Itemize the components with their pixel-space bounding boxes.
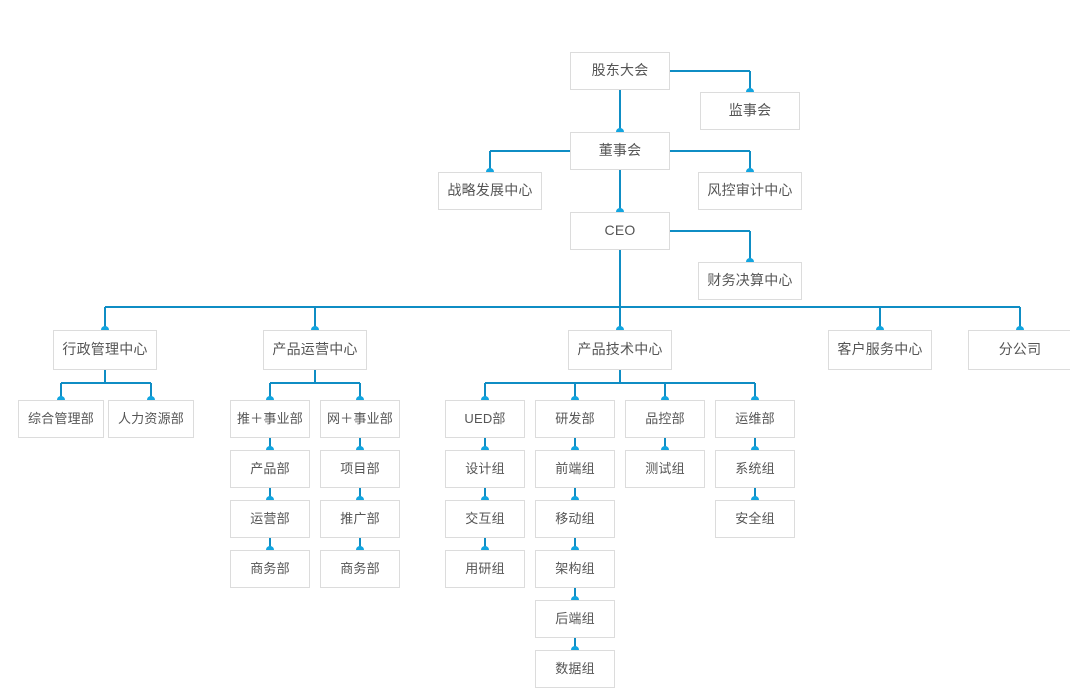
org-node-label: 行政管理中心 — [62, 341, 148, 358]
org-node-supervisors[interactable]: 监事会 — [700, 92, 800, 130]
org-node-admin-center[interactable]: 行政管理中心 — [53, 330, 157, 370]
org-node-label: 推广部 — [340, 510, 380, 526]
org-node-label: 项目部 — [340, 460, 380, 476]
org-node-general-mgmt[interactable]: 综合管理部 — [18, 400, 104, 438]
org-node-label: 监事会 — [728, 102, 772, 119]
org-node-label: 交互组 — [465, 510, 505, 526]
org-node-ued-dept[interactable]: UED部 — [445, 400, 525, 438]
org-node-label: 客户服务中心 — [837, 341, 923, 358]
org-node-risk-audit[interactable]: 风控审计中心 — [698, 172, 802, 210]
org-node-label: 测试组 — [645, 460, 685, 476]
org-node-label: 运营部 — [250, 510, 290, 526]
org-node-label: 架构组 — [555, 560, 595, 576]
org-node-hr-dept[interactable]: 人力资源部 — [108, 400, 194, 438]
org-node-project-dept[interactable]: 项目部 — [320, 450, 400, 488]
org-node-operation-dept[interactable]: 运营部 — [230, 500, 310, 538]
org-node-label: 品控部 — [645, 410, 685, 426]
org-node-business-dept-2[interactable]: 商务部 — [320, 550, 400, 588]
org-node-promote-dept[interactable]: 推广部 — [320, 500, 400, 538]
org-node-shareholders[interactable]: 股东大会 — [570, 52, 670, 90]
org-node-label: 商务部 — [340, 560, 380, 576]
org-node-label: 战略发展中心 — [447, 182, 533, 199]
org-node-wang-bu[interactable]: 网＋事业部 — [320, 400, 400, 438]
org-node-label: 商务部 — [250, 560, 290, 576]
org-node-system-group[interactable]: 系统组 — [715, 450, 795, 488]
org-node-design-group[interactable]: 设计组 — [445, 450, 525, 488]
org-node-label: 安全组 — [735, 510, 775, 526]
org-node-business-dept-1[interactable]: 商务部 — [230, 550, 310, 588]
org-node-qc-dept[interactable]: 品控部 — [625, 400, 705, 438]
org-node-label: 运维部 — [735, 410, 775, 426]
org-node-label: 产品运营中心 — [272, 341, 358, 358]
org-node-service-center[interactable]: 客户服务中心 — [828, 330, 932, 370]
org-node-label: 推＋事业部 — [236, 410, 303, 426]
org-node-tui-bu[interactable]: 推＋事业部 — [230, 400, 310, 438]
org-node-label: 研发部 — [555, 410, 595, 426]
org-node-label: 产品部 — [250, 460, 290, 476]
org-node-security-group[interactable]: 安全组 — [715, 500, 795, 538]
org-node-branch-company[interactable]: 分公司 — [968, 330, 1070, 370]
org-node-test-group[interactable]: 测试组 — [625, 450, 705, 488]
org-node-backend-group[interactable]: 后端组 — [535, 600, 615, 638]
org-node-label: 前端组 — [555, 460, 595, 476]
org-node-label: 网＋事业部 — [326, 410, 393, 426]
org-node-label: 财务决算中心 — [707, 272, 793, 289]
org-node-ops-center[interactable]: 产品运营中心 — [263, 330, 367, 370]
org-node-label: 数据组 — [555, 660, 595, 676]
org-node-board[interactable]: 董事会 — [570, 132, 670, 170]
org-node-mobile-group[interactable]: 移动组 — [535, 500, 615, 538]
org-node-arch-group[interactable]: 架构组 — [535, 550, 615, 588]
org-node-label: 后端组 — [555, 610, 595, 626]
org-node-label: 分公司 — [998, 341, 1042, 358]
org-node-label: 股东大会 — [591, 62, 649, 79]
org-node-label: UED部 — [464, 410, 506, 426]
org-node-label: 人力资源部 — [117, 410, 184, 426]
org-node-rd-dept[interactable]: 研发部 — [535, 400, 615, 438]
org-node-label: 风控审计中心 — [707, 182, 793, 199]
org-node-label: 用研组 — [465, 560, 505, 576]
org-node-label: 系统组 — [735, 460, 775, 476]
org-node-research-group[interactable]: 用研组 — [445, 550, 525, 588]
org-node-label: 综合管理部 — [27, 410, 94, 426]
org-node-frontend-group[interactable]: 前端组 — [535, 450, 615, 488]
org-node-tech-center[interactable]: 产品技术中心 — [568, 330, 672, 370]
org-node-finance-center[interactable]: 财务决算中心 — [698, 262, 802, 300]
org-node-label: 产品技术中心 — [577, 341, 663, 358]
org-node-interact-group[interactable]: 交互组 — [445, 500, 525, 538]
org-node-ceo[interactable]: CEO — [570, 212, 670, 250]
org-node-product-dept[interactable]: 产品部 — [230, 450, 310, 488]
org-node-data-group[interactable]: 数据组 — [535, 650, 615, 688]
org-node-strategy-center[interactable]: 战略发展中心 — [438, 172, 542, 210]
org-node-label: CEO — [604, 222, 636, 239]
org-node-label: 董事会 — [598, 142, 642, 159]
org-node-label: 设计组 — [465, 460, 505, 476]
org-node-label: 移动组 — [555, 510, 595, 526]
org-node-devops-dept[interactable]: 运维部 — [715, 400, 795, 438]
